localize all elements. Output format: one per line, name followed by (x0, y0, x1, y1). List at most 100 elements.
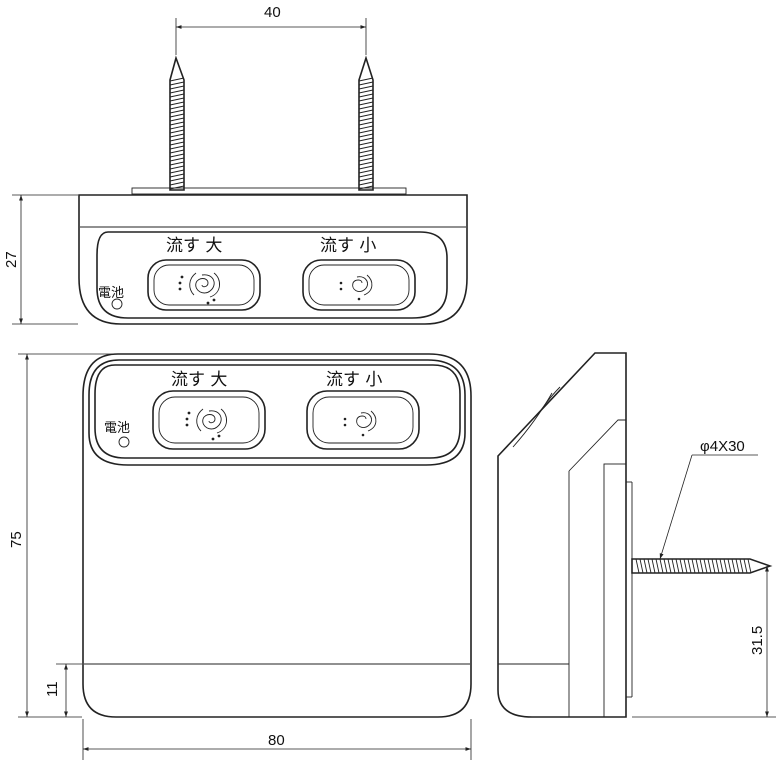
screw-thread (727, 558, 732, 574)
side-body (497, 352, 627, 718)
screw-thread (169, 113, 185, 118)
screw-thread (358, 165, 374, 170)
top-small-flush-label: 流す 小 (320, 236, 376, 256)
small-swirl-icon (339, 274, 373, 301)
screw-thread (639, 558, 644, 574)
screw-thread (647, 558, 652, 574)
screw-thread (663, 558, 668, 574)
screw-thread (723, 558, 728, 574)
screw-thread (169, 81, 185, 86)
screw-thread (707, 558, 712, 574)
screw-thread (358, 149, 374, 154)
screw-thread (747, 558, 752, 574)
screw-thread (169, 77, 185, 82)
screw-thread (169, 185, 185, 190)
front-height-value: 75 (8, 531, 25, 548)
screw-thread (169, 85, 185, 90)
screw-thread (169, 181, 185, 186)
screw-thread (358, 101, 374, 106)
screw-thread (358, 89, 374, 94)
screw-spacing-dimension: 40 (175, 4, 367, 55)
screw-thread (169, 141, 185, 146)
screw-thread (679, 558, 684, 574)
screw-thread (358, 93, 374, 98)
top-right-screw (358, 55, 374, 191)
front-view: 流す 大 流す 小 電池 (82, 353, 472, 718)
screw-thread (358, 81, 374, 86)
top-large-flush-label: 流す 大 (166, 236, 222, 256)
screw-thread (715, 558, 720, 574)
screw-thread (169, 161, 185, 166)
screw-thread (687, 558, 692, 574)
screw-thread (169, 145, 185, 150)
top-large-flush-button[interactable] (147, 259, 261, 311)
screw-thread (655, 558, 660, 574)
screw-thread (169, 165, 185, 170)
screw-thread (358, 173, 374, 178)
top-small-flush-button[interactable] (302, 259, 416, 311)
screw-thread (739, 558, 744, 574)
screw-thread (703, 558, 708, 574)
screw-size-leader: φ4X30 (659, 438, 758, 560)
screw-thread (169, 93, 185, 98)
screw-thread (731, 558, 736, 574)
screw-thread (358, 105, 374, 110)
screw-thread (358, 129, 374, 134)
screw-size-value: φ4X30 (700, 438, 745, 455)
screw-thread (358, 137, 374, 142)
screw-thread (169, 169, 185, 174)
screw-thread (683, 558, 688, 574)
screw-thread (358, 181, 374, 186)
front-large-flush-button[interactable] (152, 390, 266, 450)
screw-thread (735, 558, 740, 574)
side-button-curve-inner (540, 386, 561, 411)
screw-thread (358, 141, 374, 146)
screw-thread (169, 153, 185, 158)
screw-thread (699, 558, 704, 574)
screw-thread (667, 558, 672, 574)
screw-thread (169, 125, 185, 130)
front-large-flush-label: 流す 大 (171, 370, 227, 390)
top-battery-indicator (111, 298, 123, 310)
side-view (497, 352, 773, 718)
screw-height-value: 31.5 (749, 626, 766, 655)
screw-thread (651, 558, 656, 574)
screw-thread (358, 157, 374, 162)
screw-spacing-value: 40 (264, 4, 281, 21)
screw-thread (358, 121, 374, 126)
screw-thread (169, 97, 185, 102)
mounting-plate-top (131, 187, 407, 195)
screw-thread (671, 558, 676, 574)
side-screw (631, 558, 773, 574)
front-height-dimension: 75 (8, 353, 115, 718)
top-battery-label: 電池 (98, 286, 124, 301)
top-left-screw (169, 55, 185, 191)
screw-thread (169, 129, 185, 134)
screw-thread (358, 117, 374, 122)
screw-thread (169, 101, 185, 106)
front-small-flush-button[interactable] (306, 390, 420, 450)
side-mounting-plate (603, 463, 627, 718)
front-small-flush-label: 流す 小 (326, 370, 382, 390)
screw-thread (743, 558, 748, 574)
front-panel-inner (94, 364, 461, 459)
screw-thread (358, 109, 374, 114)
base-height-value: 11 (44, 681, 61, 697)
screw-thread (169, 121, 185, 126)
screw-thread (358, 77, 374, 82)
screw-thread (358, 125, 374, 130)
top-view: 流す 大 流す 小 電池 (78, 55, 468, 325)
screw-thread (719, 558, 724, 574)
screw-thread (358, 185, 374, 190)
screw-thread (169, 173, 185, 178)
top-control-panel (96, 231, 448, 319)
top-height-value: 27 (3, 251, 20, 268)
side-panel-bevel (568, 419, 626, 472)
screw-thread (358, 145, 374, 150)
screw-thread (675, 558, 680, 574)
screw-thread (711, 558, 716, 574)
screw-thread (169, 117, 185, 122)
screw-thread (169, 149, 185, 154)
front-small-swirl-icon (343, 410, 377, 437)
